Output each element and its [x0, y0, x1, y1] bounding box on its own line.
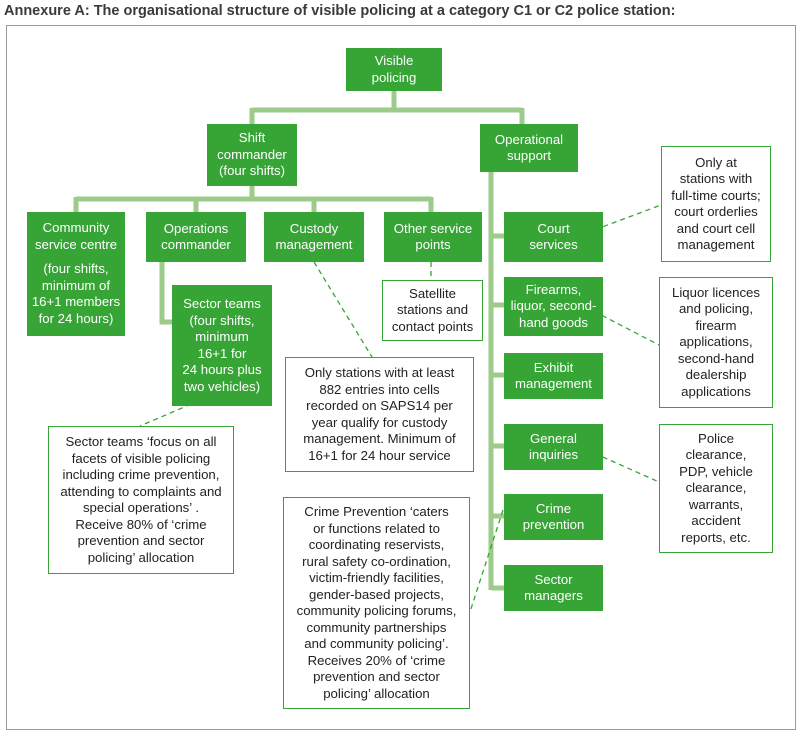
- connector-sector-teams: [159, 262, 173, 325]
- dashed-court-note: [577, 204, 662, 237]
- node-custody-management: Custody management: [264, 212, 364, 262]
- node-exhibit-management: Exhibit management: [504, 353, 603, 399]
- node-community-service-centre-title: Community service centre: [34, 220, 118, 252]
- note-firearms: Liquor licences and policing, firearm ap…: [659, 277, 773, 408]
- dashed-crime-prevention-note: [467, 509, 504, 619]
- node-shift-commander: Shift commander (four shifts): [207, 124, 297, 186]
- dashed-inquiries-note: [577, 445, 660, 483]
- node-general-inquiries: General inquiries: [504, 424, 603, 470]
- note-custody: Only stations with at least 882 entries …: [285, 357, 474, 472]
- node-crime-prevention: Crime prevention: [504, 494, 603, 540]
- node-visible-policing: Visible policing: [346, 48, 442, 91]
- node-community-service-centre: Community service centre (four shifts, m…: [27, 212, 125, 336]
- diagram-frame: [6, 25, 796, 730]
- node-firearms: Firearms, liquor, second- hand goods: [504, 277, 603, 336]
- note-sector-teams: Sector teams ‘focus on all facets of vis…: [48, 426, 234, 574]
- dashed-sector-note: [139, 389, 225, 427]
- note-general-inquiries: Police clearance, PDP, vehicle clearance…: [659, 424, 773, 553]
- node-satellite-stations: Satellite stations and contact points: [382, 280, 483, 341]
- node-court-services: Court services: [504, 212, 603, 262]
- dashed-firearms-note: [577, 302, 660, 346]
- node-operational-support: Operational support: [480, 124, 578, 172]
- node-other-service-points: Other service points: [384, 212, 482, 262]
- node-operations-commander: Operations commander: [146, 212, 246, 262]
- dashed-custody-note: [313, 261, 373, 358]
- note-court: Only at stations with full-time courts; …: [661, 146, 771, 262]
- node-community-service-centre-detail: (four shifts, minimum of 16+1 members fo…: [31, 261, 121, 326]
- node-sector-managers: Sector managers: [504, 565, 603, 611]
- node-sector-teams: Sector teams (four shifts, minimum 16+1 …: [172, 285, 272, 406]
- page-title: Annexure A: The organisational structure…: [4, 3, 676, 19]
- note-crime-prevention: Crime Prevention ‘caters or functions re…: [283, 497, 470, 709]
